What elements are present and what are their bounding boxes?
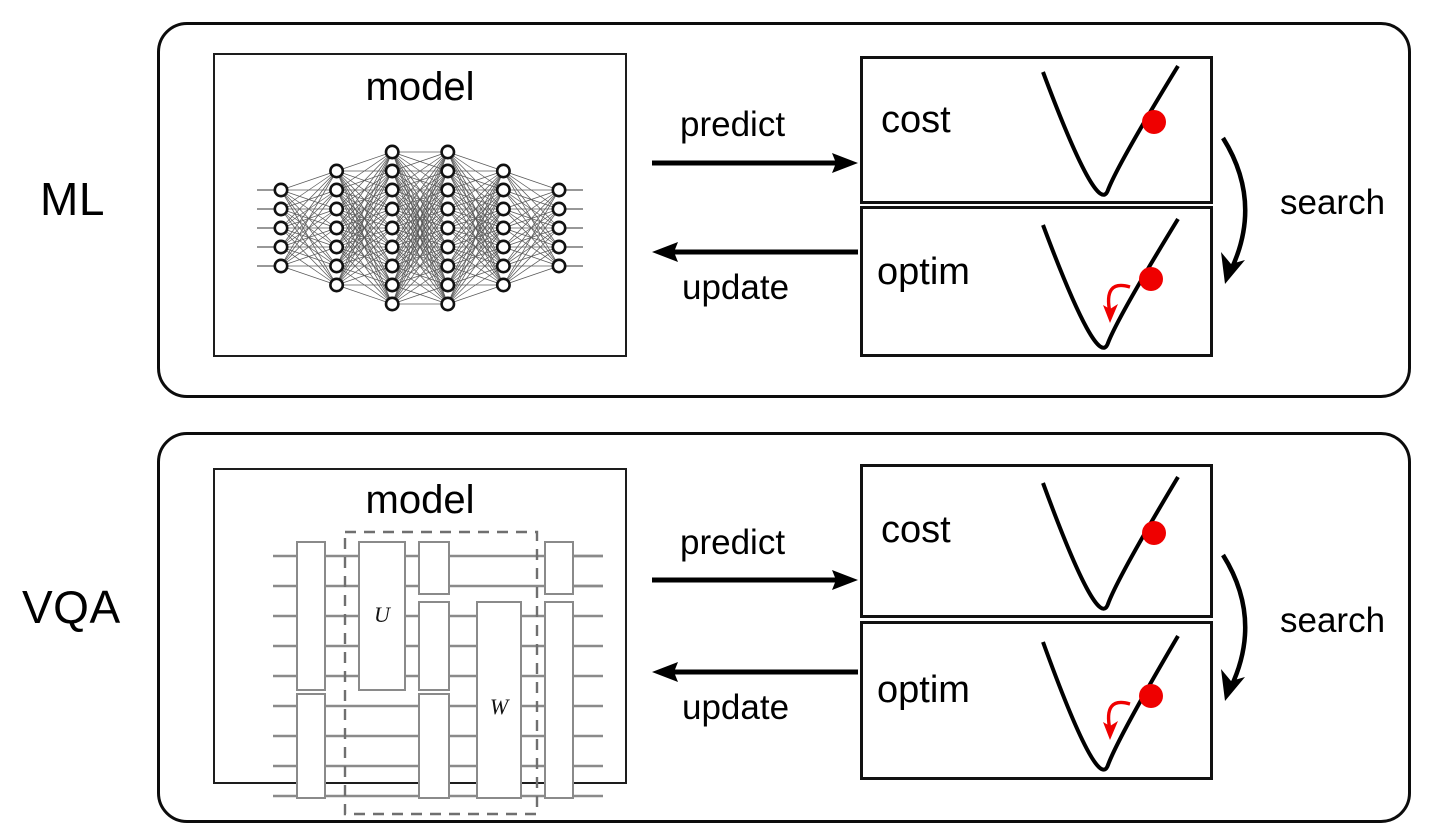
ml-cost-curve [1041,64,1180,197]
ml-panel: model predict update cost optim [157,22,1411,398]
vqa-cost-title: cost [881,509,951,551]
vqa-cost-box: cost [860,464,1213,618]
network-node [384,239,400,255]
circuit-dashed-block [343,530,539,816]
vqa-model-box: model [213,468,627,816]
ml-predict-label: predict [680,105,786,144]
network-node [384,144,400,160]
ml-cost-title: cost [881,99,951,141]
network-node [384,258,400,274]
network-node [273,201,289,217]
network-node [440,296,456,312]
ml-predict-arrow [652,153,858,173]
network-node [495,239,511,255]
network-node [440,163,456,179]
network-node [273,239,289,255]
vqa-optim-marker [1139,684,1163,708]
ml-optim-title: optim [877,251,970,293]
network-node [384,296,400,312]
network-node [440,239,456,255]
network-node [551,258,567,274]
ml-update-label: update [682,268,790,307]
network-node [495,258,511,274]
network-node [495,182,511,198]
vqa-predict-arrow [652,570,858,590]
network-edges [280,151,560,305]
network-node [440,220,456,236]
row-label-vqa: VQA [22,581,121,633]
vqa-update-label: update [682,688,790,727]
network-nodes [273,144,567,312]
ml-search-arrow [1221,136,1248,284]
circuit-gate [296,541,326,691]
network-node [551,182,567,198]
circuit-gate [544,601,574,799]
network-node [495,220,511,236]
network-node [384,277,400,293]
network-node [440,277,456,293]
vqa-update-arrow [652,662,858,682]
vqa-optim-curve [1041,634,1180,772]
ml-model-title: model [365,65,475,109]
network-node [273,258,289,274]
ml-optim-marker [1139,267,1163,291]
ml-search-label: search [1280,183,1386,222]
network-node [273,220,289,236]
ml-optim-curve [1041,217,1180,350]
vqa-optim-box: optim [860,621,1213,780]
vqa-search-label: search [1280,601,1386,640]
network-node [329,277,345,293]
ml-cost-marker [1142,110,1166,134]
network-node [329,239,345,255]
network-node [551,201,567,217]
circuit-gate [296,693,326,799]
neural-network-diagram [257,144,583,312]
circuit-gate-w [476,601,522,799]
ml-optim-box: optim [860,206,1213,357]
network-node [384,220,400,236]
network-node [273,182,289,198]
circuit-gate [418,601,450,691]
circuit-gate-w-label: W [490,694,510,719]
network-node [440,182,456,198]
network-node [551,220,567,236]
network-node [384,163,400,179]
vqa-panel: model [157,432,1411,823]
network-node [440,201,456,217]
network-node [384,201,400,217]
network-node [329,201,345,217]
vqa-search-arrow [1221,553,1248,701]
circuit-gate [418,693,450,799]
ml-model-box: model [213,53,627,357]
circuit-gate [418,541,450,595]
network-node [329,258,345,274]
network-node [495,163,511,179]
quantum-circuit-diagram: U W [273,530,603,816]
row-label-ml: ML [40,173,105,225]
circuit-gate [544,541,574,595]
ml-cost-box: cost [860,56,1213,204]
network-node [384,182,400,198]
network-node [329,182,345,198]
circuit-gate-u-label: U [374,602,392,627]
network-node [440,258,456,274]
network-node [440,144,456,160]
vqa-optim-title: optim [877,669,970,711]
network-node [329,220,345,236]
ml-update-arrow [652,242,858,262]
network-node [495,201,511,217]
vqa-cost-marker [1142,521,1166,545]
network-node [551,239,567,255]
circuit-gate-u [358,541,406,691]
network-node [495,277,511,293]
network-node [329,163,345,179]
vqa-cost-curve [1041,475,1180,611]
vqa-predict-label: predict [680,523,786,562]
vqa-model-title: model [365,478,475,522]
